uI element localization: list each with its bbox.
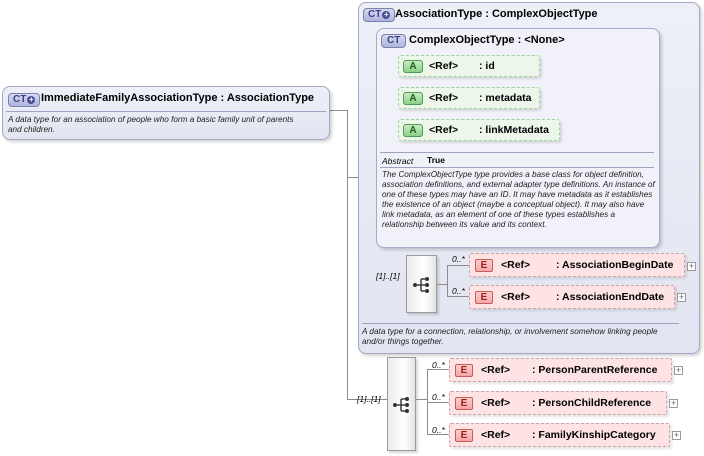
- element-person-child-reference[interactable]: E <Ref> : PersonChildReference: [449, 391, 667, 415]
- connector-line: [416, 399, 428, 400]
- attribute-name: : metadata: [479, 92, 532, 104]
- element-ref: <Ref>: [481, 397, 511, 409]
- connector-line: [347, 399, 387, 400]
- complex-object-type-description: The ComplexObjectType type provides a ba…: [382, 170, 655, 229]
- expand-icon[interactable]: +: [669, 398, 678, 408]
- connector-line: [437, 284, 448, 285]
- expand-icon[interactable]: +: [672, 430, 681, 440]
- sequence-compositor[interactable]: [387, 357, 416, 451]
- connector-line: [447, 265, 469, 266]
- expand-icon[interactable]: +: [677, 292, 686, 302]
- divider: [380, 152, 654, 153]
- element-association-end-date[interactable]: E <Ref> : AssociationEndDate: [469, 285, 675, 309]
- connector-line: [427, 434, 449, 435]
- element-occurrence: 0..*: [432, 360, 445, 370]
- element-icon: E: [475, 291, 493, 304]
- sequence-icon: [393, 397, 409, 413]
- root-type-description: A data type for an association of people…: [8, 115, 294, 134]
- complex-object-type-title: ComplexObjectType : <None>: [409, 34, 565, 46]
- element-association-begin-date[interactable]: E <Ref> : AssociationBeginDate: [469, 253, 685, 277]
- attribute-icon: A: [403, 124, 423, 137]
- sequence-occurrence: [1]..[1]: [357, 394, 381, 404]
- abstract-label: Abstract: [382, 156, 414, 166]
- element-occurrence: 0..*: [452, 286, 465, 296]
- element-icon: E: [475, 259, 493, 272]
- element-icon: E: [455, 397, 473, 410]
- sequence-compositor[interactable]: [406, 255, 437, 313]
- attribute-ref: <Ref>: [429, 92, 459, 104]
- attribute-name: : linkMetadata: [479, 124, 550, 136]
- attribute-name: : id: [479, 60, 495, 72]
- sequence-occurrence: [1]..[1]: [376, 271, 400, 281]
- divider: [380, 167, 654, 168]
- attribute-icon: A: [403, 60, 423, 73]
- connector-line: [447, 265, 448, 297]
- divider: [362, 323, 679, 324]
- element-name: : AssociationBeginDate: [556, 259, 674, 271]
- sequence-icon: [413, 277, 429, 293]
- association-type-title: AssociationType : ComplexObjectType: [395, 8, 598, 20]
- element-name: : AssociationEndDate: [556, 291, 665, 303]
- ct-icon: CT: [381, 34, 407, 48]
- connector-line: [330, 110, 348, 111]
- connector-line: [347, 177, 359, 178]
- expand-icon[interactable]: +: [674, 365, 683, 375]
- attribute-ref: <Ref>: [429, 124, 459, 136]
- attribute-metadata[interactable]: A <Ref> : metadata: [398, 87, 540, 109]
- connector-line: [347, 110, 348, 399]
- element-ref: <Ref>: [501, 291, 531, 303]
- element-icon: E: [455, 429, 473, 442]
- association-type-description: A data type for a connection, relationsh…: [362, 327, 658, 346]
- element-person-parent-reference[interactable]: E <Ref> : PersonParentReference: [449, 358, 672, 382]
- connector-line: [447, 296, 469, 297]
- element-occurrence: 0..*: [432, 425, 445, 435]
- attribute-id[interactable]: A <Ref> : id: [398, 55, 540, 77]
- element-ref: <Ref>: [481, 429, 511, 441]
- element-icon: E: [455, 364, 473, 377]
- root-complex-type[interactable]: CT+ ImmediateFamilyAssociationType : Ass…: [2, 86, 330, 140]
- attribute-link-metadata[interactable]: A <Ref> : linkMetadata: [398, 119, 560, 141]
- expand-icon[interactable]: +: [687, 261, 696, 271]
- element-occurrence: 0..*: [452, 254, 465, 264]
- element-name: : PersonParentReference: [532, 364, 658, 376]
- abstract-value: True: [427, 155, 445, 165]
- element-ref: <Ref>: [481, 364, 511, 376]
- ct-icon: CT+: [8, 93, 41, 107]
- root-type-title: ImmediateFamilyAssociationType : Associa…: [41, 92, 315, 104]
- attribute-ref: <Ref>: [429, 60, 459, 72]
- element-ref: <Ref>: [501, 259, 531, 271]
- ct-icon: CT+: [363, 8, 396, 22]
- element-occurrence: 0..*: [432, 392, 445, 402]
- element-name: : FamilyKinshipCategory: [532, 429, 656, 441]
- attribute-icon: A: [403, 92, 423, 105]
- element-name: : PersonChildReference: [532, 397, 652, 409]
- element-family-kinship-category[interactable]: E <Ref> : FamilyKinshipCategory: [449, 423, 670, 447]
- connector-line: [427, 402, 449, 403]
- divider: [6, 111, 326, 112]
- connector-line: [427, 369, 449, 370]
